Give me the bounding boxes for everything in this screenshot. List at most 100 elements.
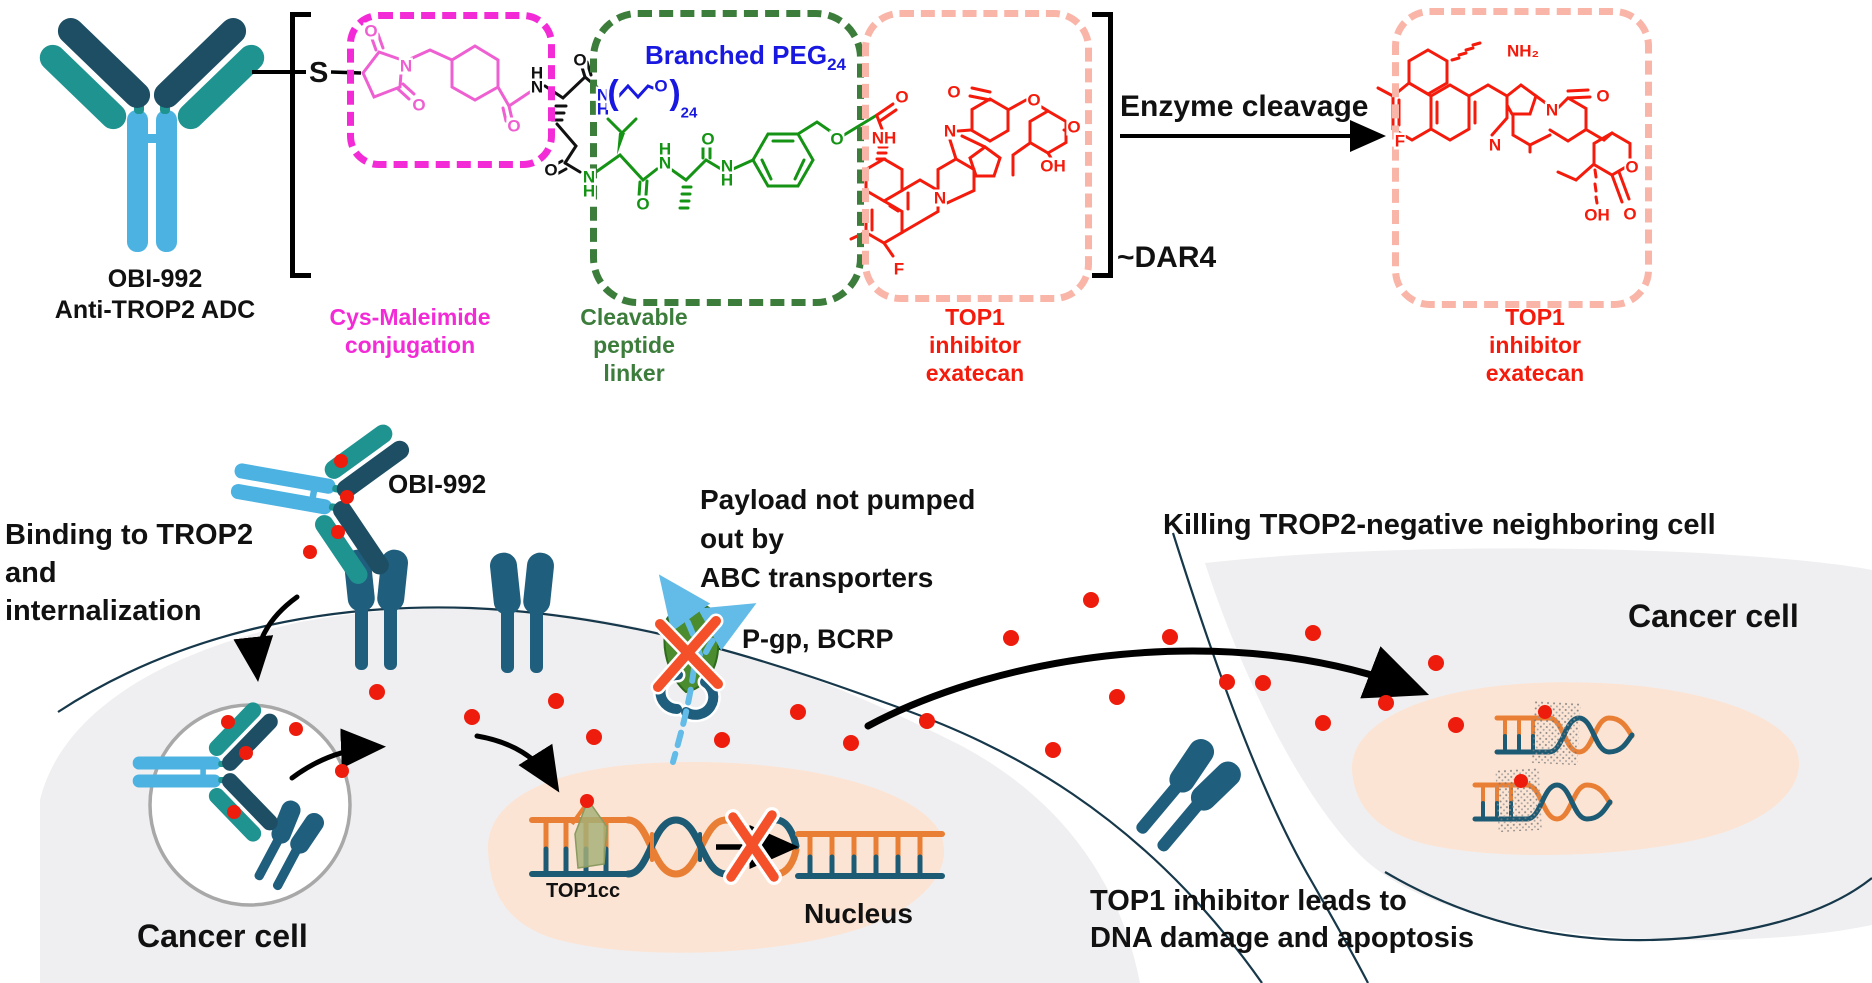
cancer-cell-right-label: Cancer cell xyxy=(1628,598,1799,634)
obi992-label: OBI-992 xyxy=(388,469,487,499)
right-bracket xyxy=(1092,12,1113,278)
payload-dot xyxy=(843,735,859,751)
adc-payload-dots xyxy=(303,454,354,559)
bystander-arrow xyxy=(864,646,1430,730)
payload-dot xyxy=(1003,630,1019,646)
payload-dot xyxy=(221,715,235,729)
blocked-x-icon xyxy=(723,807,782,885)
adc-name-label: OBI-992 Anti-TROP2 ADC xyxy=(40,264,270,326)
enzyme-cleavage-label: Enzyme cleavage xyxy=(1120,90,1369,123)
nucleus-label: Nucleus xyxy=(804,898,913,929)
payload-dot xyxy=(1109,689,1125,705)
payload-dot xyxy=(1448,717,1464,733)
damaged-dna-fragment-1 xyxy=(1494,700,1635,766)
linker-line3: linker xyxy=(603,360,665,386)
peptide-linker-structure xyxy=(594,113,879,210)
payload-dot xyxy=(1538,705,1552,719)
payload-line1: TOP1 xyxy=(945,304,1005,330)
conjugation-label: Cys-Maleimide conjugation xyxy=(328,303,492,359)
blocked-dna-ladder xyxy=(795,831,945,879)
adc-antibody-main xyxy=(34,12,270,252)
main-nucleus xyxy=(487,762,945,953)
payload-dot xyxy=(1305,625,1321,641)
dna-damage-hatch xyxy=(1495,767,1543,833)
pump-line1: Payload not pumped xyxy=(700,484,976,515)
payload-dot xyxy=(714,732,730,748)
apoptosis-line2: DNA damage and apoptosis xyxy=(1090,922,1475,954)
trop2-receptor-shed xyxy=(1125,732,1248,862)
binding-line2: and xyxy=(5,557,57,589)
efflux-arrow-right xyxy=(697,603,757,655)
binding-line1: Binding to TROP2 xyxy=(5,519,254,551)
payload-dot xyxy=(303,545,317,559)
payload-dot xyxy=(464,709,480,725)
neighbor-membrane-bottom-line xyxy=(1384,871,1872,942)
abc-transporter xyxy=(650,574,757,765)
payload-dot xyxy=(369,684,385,700)
blocked-x-icon xyxy=(650,613,726,695)
apoptosis-line1: TOP1 inhibitor leads to xyxy=(1090,885,1407,917)
payload-dot xyxy=(548,693,564,709)
process-arrows xyxy=(233,594,1430,793)
payload-dot xyxy=(1514,774,1528,788)
payload-dot xyxy=(586,729,602,745)
payload-dot xyxy=(334,454,348,468)
adc-type: Anti-TROP2 ADC xyxy=(54,296,256,324)
killing-heading: Killing TROP2-negative neighboring cell xyxy=(1163,509,1716,541)
efflux-path-tail xyxy=(670,665,697,765)
damaged-dna-fragment-2 xyxy=(1472,767,1613,833)
neighbor-membrane-left-line xyxy=(1171,532,1369,983)
peg-label-text: Branched PEG xyxy=(645,40,828,70)
vesicle-payload-dots xyxy=(221,715,349,819)
sulfur-label: S xyxy=(309,57,329,89)
linker-line1: Cleavable xyxy=(580,304,688,330)
payload-dots xyxy=(369,592,1464,758)
payload-dot xyxy=(340,490,354,504)
conjugation-line1: Cys-Maleimide xyxy=(329,304,491,330)
cleavable-linker-box xyxy=(590,10,864,306)
pump-line3: ABC transporters xyxy=(700,562,934,593)
released-line3: exatecan xyxy=(1485,360,1585,386)
adc-name: OBI-992 xyxy=(107,265,203,293)
payload-dot xyxy=(239,746,253,760)
released-line1: TOP1 xyxy=(1505,304,1565,330)
released-payload-box xyxy=(1392,8,1652,308)
payload-box xyxy=(862,10,1092,302)
binding-label: Binding to TROP2 and internalization xyxy=(5,516,253,630)
top1-enzyme xyxy=(570,794,608,869)
payload-dot xyxy=(1219,674,1235,690)
cys-maleimide-box xyxy=(347,12,555,168)
cancer-cell-left-label: Cancer cell xyxy=(137,918,308,954)
payload-dot xyxy=(1083,592,1099,608)
pump-label: Payload not pumped out by ABC transporte… xyxy=(700,480,975,597)
peg-label-sub: 24 xyxy=(827,55,846,75)
payload-dot xyxy=(580,794,594,808)
endosome-escape-arrow xyxy=(289,728,386,781)
top1cc-label: TOP1cc xyxy=(546,880,621,902)
left-bracket xyxy=(290,12,311,278)
payload-line2: inhibitor xyxy=(929,332,1021,358)
payload-dot xyxy=(1045,742,1061,758)
peg-label: Branched PEG24 xyxy=(645,40,846,75)
payload-dot xyxy=(331,525,345,539)
linker-label: Cleavable peptide linker xyxy=(553,303,715,387)
released-payload-label: TOP1 inhibitor exatecan xyxy=(1453,303,1617,387)
payload-dot xyxy=(1162,629,1178,645)
payload-dot xyxy=(227,805,241,819)
payload-dot xyxy=(335,764,349,778)
linker-connect-lines xyxy=(252,70,362,75)
linker-line2: peptide xyxy=(593,332,675,358)
dar-label: ~DAR4 xyxy=(1117,241,1217,274)
payload-line3: exatecan xyxy=(925,360,1025,386)
pump-line2: out by xyxy=(700,523,784,554)
payload-label: TOP1 inhibitor exatecan xyxy=(893,303,1057,387)
payload-dot xyxy=(289,722,303,736)
payload-dot xyxy=(1378,695,1394,711)
maleimide-structure xyxy=(361,32,532,123)
binding-line3: internalization xyxy=(5,595,202,627)
transporters-label: P-gp, BCRP xyxy=(742,624,894,654)
replication-block-arrow xyxy=(716,807,799,885)
conjugation-line2: conjugation xyxy=(344,332,476,358)
